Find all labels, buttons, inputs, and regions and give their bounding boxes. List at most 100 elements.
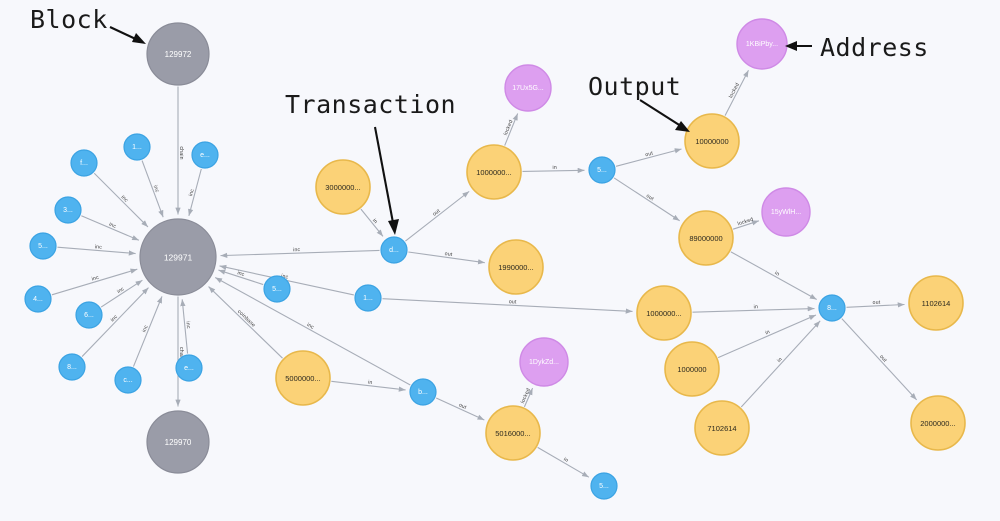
node-label: 1... — [363, 295, 373, 302]
node-circle[interactable] — [146, 410, 210, 474]
node-circle[interactable] — [466, 144, 522, 200]
annotation-label-output: Output — [588, 72, 682, 101]
node-circle[interactable] — [29, 232, 57, 260]
node-label: 5... — [597, 167, 607, 174]
edge-label: inc — [141, 324, 149, 333]
node-circle[interactable] — [818, 294, 846, 322]
graph-node-address[interactable]: 1KBiPby... — [736, 18, 788, 70]
graph-node-block[interactable]: 129972 — [146, 22, 210, 86]
graph-edge — [522, 167, 585, 174]
graph-node-transaction[interactable]: 1... — [354, 284, 382, 312]
node-label: 15yWlH... — [771, 209, 801, 216]
node-label: 1... — [132, 144, 142, 151]
node-circle[interactable] — [315, 159, 371, 215]
edge-label: out — [872, 300, 880, 306]
graph-node-transaction[interactable]: 8... — [58, 353, 86, 381]
edge-label: locked — [728, 82, 741, 99]
graph-node-output[interactable]: 89000000 — [678, 210, 734, 266]
node-circle[interactable] — [275, 350, 331, 406]
graph-node-output[interactable]: 1102614 — [908, 275, 964, 331]
graph-node-transaction[interactable]: d... — [380, 236, 408, 264]
edge-label: inc — [91, 275, 100, 283]
graph-node-transaction[interactable]: b... — [409, 378, 437, 406]
graph-node-transaction[interactable]: 5... — [590, 472, 618, 500]
node-circle[interactable] — [123, 133, 151, 161]
node-circle[interactable] — [694, 400, 750, 456]
node-circle[interactable] — [409, 378, 437, 406]
node-circle[interactable] — [908, 275, 964, 331]
graph-edge — [615, 148, 682, 167]
graph-node-block[interactable]: 129970 — [146, 410, 210, 474]
node-circle[interactable] — [684, 113, 740, 169]
node-circle[interactable] — [910, 395, 966, 451]
graph-node-transaction[interactable]: 4... — [24, 285, 52, 313]
node-label: 7102614 — [707, 424, 736, 433]
node-circle[interactable] — [58, 353, 86, 381]
node-circle[interactable] — [761, 187, 811, 237]
node-circle[interactable] — [354, 284, 382, 312]
node-circle[interactable] — [114, 366, 142, 394]
node-label: 8... — [827, 305, 837, 312]
graph-node-block[interactable]: 129971 — [139, 218, 217, 296]
node-circle[interactable] — [54, 196, 82, 224]
node-circle[interactable] — [519, 337, 569, 387]
graph-node-transaction[interactable]: e... — [175, 354, 203, 382]
graph-node-transaction[interactable]: f... — [70, 149, 98, 177]
node-circle[interactable] — [263, 275, 291, 303]
graph-node-output[interactable]: 1000000... — [466, 144, 522, 200]
graph-node-output[interactable]: 10000000 — [684, 113, 740, 169]
edge-label: inc — [280, 273, 289, 280]
graph-node-transaction[interactable]: 3... — [54, 196, 82, 224]
annotation-label-address: Address — [820, 33, 929, 62]
graph-node-transaction[interactable]: 1... — [123, 133, 151, 161]
edge-label: chain — [178, 146, 184, 159]
edge-label: inc — [95, 244, 103, 251]
graph-node-output[interactable]: 1000000 — [664, 341, 720, 397]
graph-node-address[interactable]: 15yWlH... — [761, 187, 811, 237]
node-circle[interactable] — [70, 149, 98, 177]
node-circle[interactable] — [488, 239, 544, 295]
node-circle[interactable] — [191, 141, 219, 169]
node-circle[interactable] — [146, 22, 210, 86]
graph-node-address[interactable]: 17Ux5G... — [504, 64, 552, 112]
edge-label: in — [754, 304, 759, 310]
node-circle[interactable] — [75, 301, 103, 329]
graph-node-transaction[interactable]: c... — [114, 366, 142, 394]
nodes-layer[interactable]: 129972 129971 129970 f... 1... e... 3... 5... 4.… — [24, 18, 966, 500]
node-circle[interactable] — [678, 210, 734, 266]
graph-edge — [724, 69, 749, 116]
graph-node-output[interactable]: 1000000... — [636, 285, 692, 341]
graph-node-output[interactable]: 2000000... — [910, 395, 966, 451]
graph-node-output[interactable]: 5000000... — [275, 350, 331, 406]
node-circle[interactable] — [175, 354, 203, 382]
node-circle[interactable] — [636, 285, 692, 341]
graph-node-transaction[interactable]: e... — [191, 141, 219, 169]
node-circle[interactable] — [504, 64, 552, 112]
node-circle[interactable] — [139, 218, 217, 296]
graph-node-output[interactable]: 3000000... — [315, 159, 371, 215]
graph-node-transaction[interactable]: 5... — [588, 156, 616, 184]
node-label: 3... — [63, 207, 73, 214]
graph-node-transaction[interactable]: 8... — [818, 294, 846, 322]
graph-node-transaction[interactable]: 6... — [75, 301, 103, 329]
node-circle[interactable] — [24, 285, 52, 313]
graph-edge — [435, 397, 485, 421]
node-circle[interactable] — [588, 156, 616, 184]
node-circle[interactable] — [590, 472, 618, 500]
graph-node-output[interactable]: 1990000... — [488, 239, 544, 295]
graph-node-transaction[interactable]: 5... — [263, 275, 291, 303]
node-circle[interactable] — [485, 405, 541, 461]
node-label: 5... — [38, 243, 48, 250]
graph-node-transaction[interactable]: 5... — [29, 232, 57, 260]
graph-node-address[interactable]: 1DykZd... — [519, 337, 569, 387]
edge-label: in — [562, 457, 569, 464]
graph-edge — [81, 215, 140, 241]
graph-node-output[interactable]: 7102614 — [694, 400, 750, 456]
node-label: 3000000... — [325, 183, 360, 192]
edge-label: inc — [152, 185, 160, 194]
node-circle[interactable] — [664, 341, 720, 397]
node-circle[interactable] — [380, 236, 408, 264]
graph-node-output[interactable]: 5016000... — [485, 405, 541, 461]
